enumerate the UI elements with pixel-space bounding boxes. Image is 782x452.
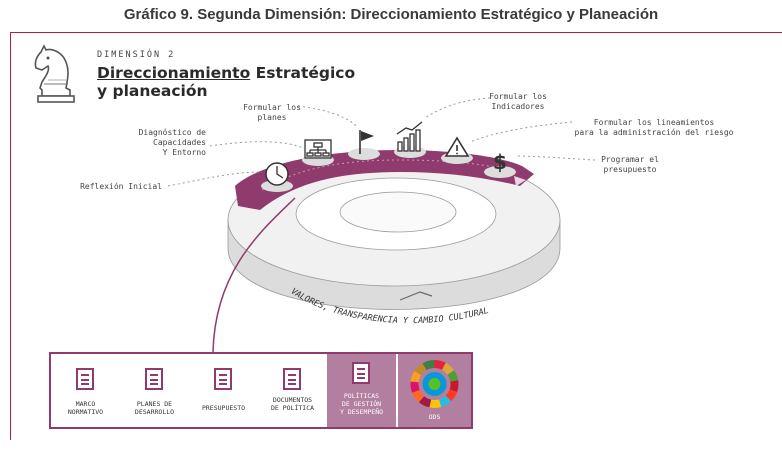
- chess-knight-icon: [34, 44, 75, 103]
- panel-item-line1: DOCUMENTOS: [272, 396, 313, 404]
- panel-item-planes-desarrollo: PLANES DE DESARROLLO: [120, 354, 189, 427]
- panel-item-label: MARCO NORMATIVO: [51, 400, 120, 416]
- clock-icon: [265, 162, 289, 186]
- panel-item-label: PRESUPUESTO: [189, 404, 258, 412]
- figure-title: Gráfico 9. Segunda Dimensión: Direcciona…: [123, 6, 659, 23]
- document-icon: [352, 362, 370, 384]
- panel-item-documentos-politica: DOCUMENTOS DE POLÍTICA: [258, 354, 327, 427]
- panel-item-line3: Y DESEMPEÑO: [339, 408, 384, 416]
- panel-item-line1: POLÍTICAS: [343, 392, 380, 400]
- document-icon: [214, 368, 232, 390]
- inner-ring-core: [339, 191, 457, 233]
- label-diagnostico-line2: Capacidades: [153, 138, 206, 147]
- label-lineamientos-line1: Formular los lineamientos: [593, 118, 715, 127]
- panel-item-line1: MARCO: [75, 400, 96, 408]
- panel-item-ods: ODS: [398, 354, 471, 427]
- flag-icon: [359, 130, 374, 154]
- label-reflexion: Reflexión Inicial: [80, 182, 162, 191]
- label-diagnostico-line1: Diagnóstico de: [138, 128, 206, 137]
- panel-item-line1: PRESUPUESTO: [201, 404, 246, 412]
- dimension-title-rest: Estratégico: [250, 64, 356, 82]
- ods-label: ODS: [428, 413, 441, 421]
- document-icon: [76, 368, 94, 390]
- panel-item-marco-normativo: MARCO NORMATIVO: [51, 354, 120, 427]
- arrow-tip: [514, 176, 526, 186]
- frame-left-line: [10, 32, 11, 440]
- dollar-icon: $: [493, 150, 507, 174]
- dimension-title-underlined: Direccionamiento: [97, 64, 251, 82]
- label-indicadores-line1: Formular los: [489, 92, 547, 101]
- panel-item-label: PLANES DE DESARROLLO: [120, 400, 189, 416]
- label-indicadores-line2: Indicadores: [491, 102, 545, 111]
- label-planes-line2: planes: [257, 113, 287, 122]
- panel-item-line2: DE POLÍTICA: [270, 404, 315, 412]
- leader-lines: [167, 97, 596, 187]
- label-planes: Formular los planes: [232, 103, 312, 123]
- warning-icon: [444, 136, 470, 157]
- label-presupuesto: Programar el presupuesto: [590, 155, 670, 175]
- panel-item-politicas-gestion: POLÍTICAS DE GESTIÓN Y DESEMPEÑO: [327, 354, 396, 427]
- label-presupuesto-line1: Programar el: [601, 155, 659, 164]
- panel-item-line2: DE GESTIÓN: [341, 400, 382, 408]
- label-lineamientos-line2: para la administración del riesgo: [574, 128, 734, 137]
- disc-clock: [261, 180, 293, 192]
- disc-flag: [348, 148, 380, 160]
- panel-connector: [212, 197, 296, 353]
- panel-item-line2: DESARROLLO: [134, 408, 175, 416]
- ring-crack: [399, 291, 433, 301]
- panel-item-line2: NORMATIVO: [67, 408, 104, 416]
- panel-item-label: DOCUMENTOS DE POLÍTICA: [258, 396, 327, 412]
- label-diagnostico-line3: Y Entorno: [162, 148, 206, 157]
- document-icon: [145, 368, 163, 390]
- dimension-title: Direccionamiento Estratégico y planeació…: [97, 64, 355, 100]
- org-chart-icon: [304, 139, 332, 159]
- sdg-wheel-icon: [410, 359, 459, 408]
- panel-item-line1: PLANES DE: [136, 400, 173, 408]
- label-lineamientos: Formular los lineamientos para la admini…: [566, 118, 742, 138]
- dimension-title-line2: y planeación: [97, 82, 208, 100]
- label-diagnostico: Diagnóstico de Capacidades Y Entorno: [110, 128, 206, 158]
- label-indicadores: Formular los Indicadores: [478, 92, 558, 112]
- dimension-label: DIMENSIÓN 2: [97, 50, 176, 60]
- bar-chart-icon: [396, 121, 423, 152]
- document-icon: [283, 368, 301, 390]
- instruments-panel: MARCO NORMATIVO PLANES DE DESARROLLO PRE…: [49, 352, 473, 429]
- label-planes-line1: Formular los: [243, 103, 301, 112]
- panel-item-label: POLÍTICAS DE GESTIÓN Y DESEMPEÑO: [327, 392, 396, 416]
- label-presupuesto-line2: presupuesto: [603, 165, 657, 174]
- frame-top-line: [10, 32, 782, 33]
- disc-dollar: [484, 166, 516, 178]
- panel-item-presupuesto: PRESUPUESTO: [189, 354, 258, 427]
